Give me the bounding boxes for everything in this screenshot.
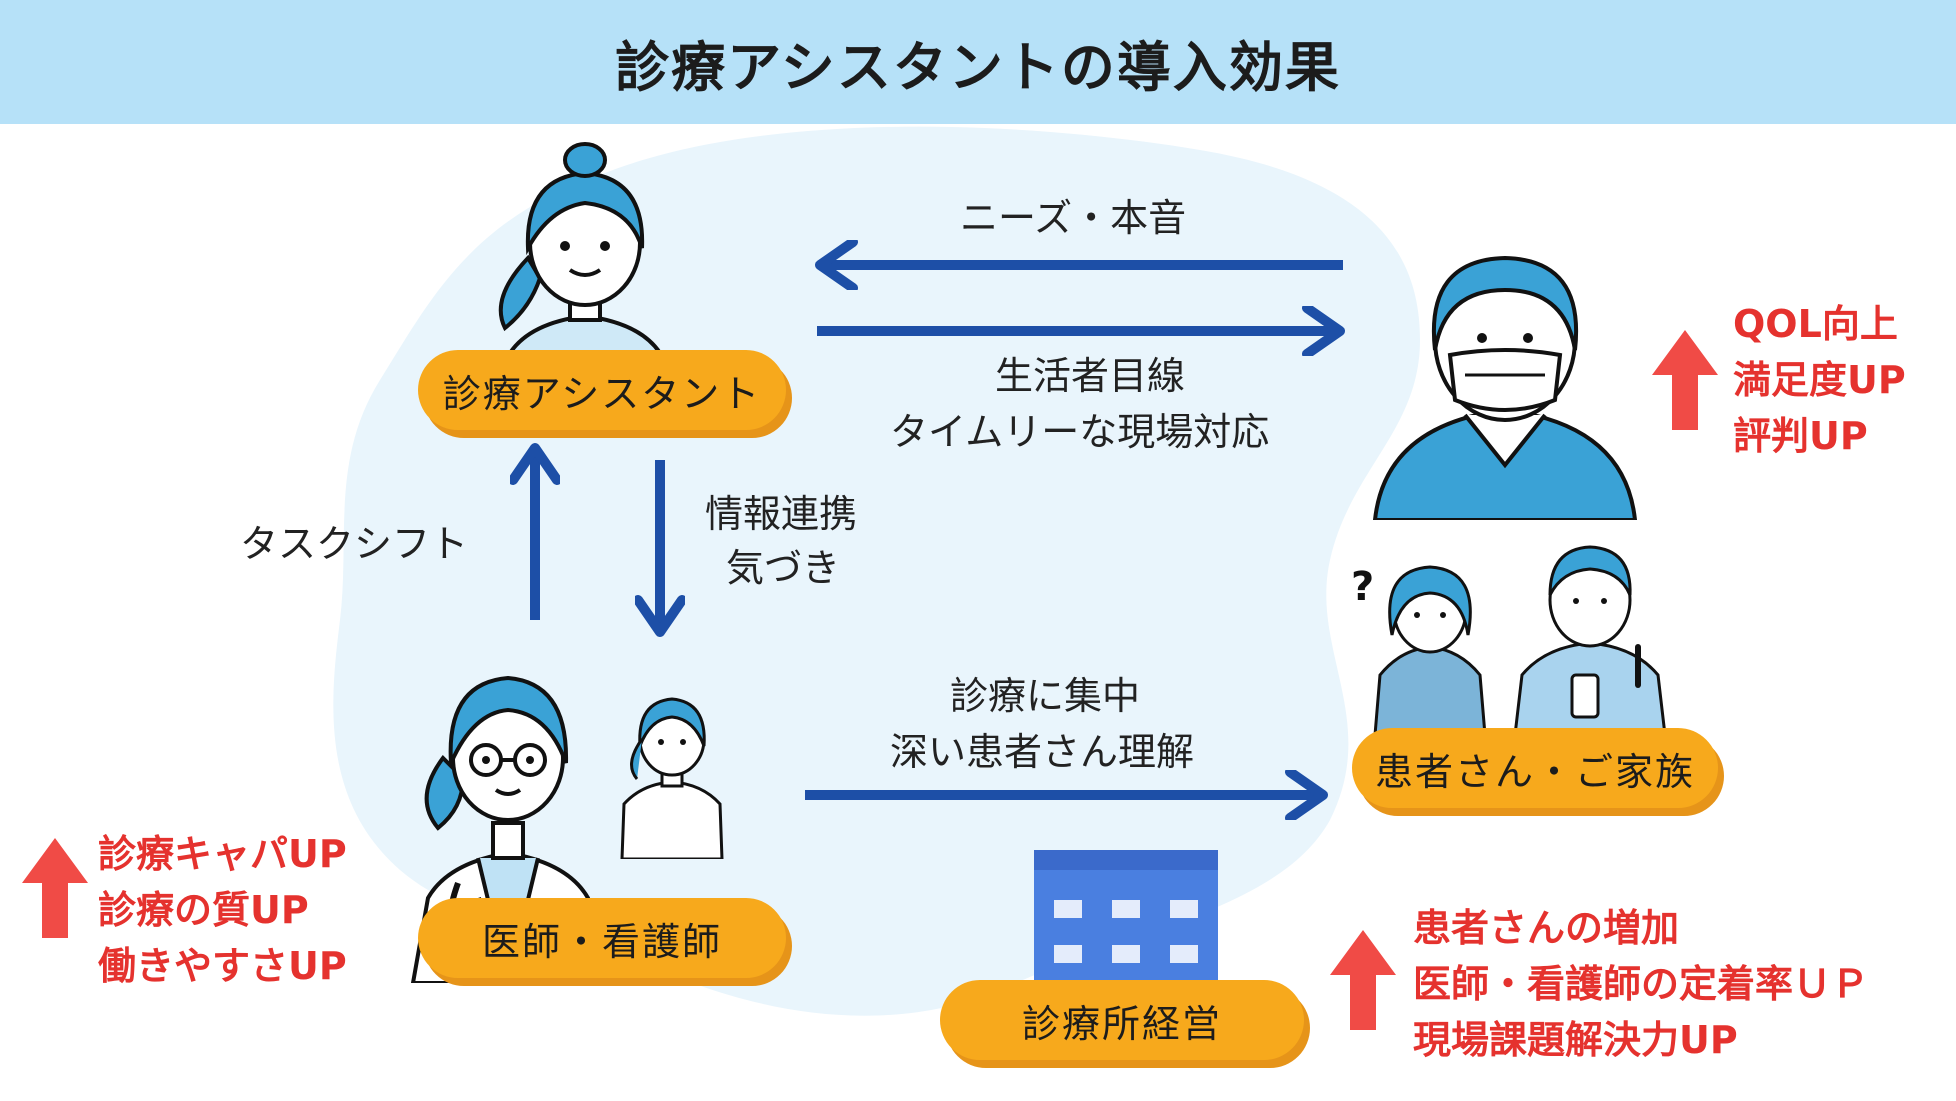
doctor-effect-up-icon [22,838,88,938]
needs-label: ニーズ・本音 [960,196,1187,240]
family-woman-figure [1373,565,1487,735]
page-title: 診療アシスタントの導入効果 [615,35,1341,99]
arrow-doctor-to-patient [805,770,1328,820]
info-sharing-label: 情報連携 [705,492,858,536]
clinic-pill: 診療所経営 [940,980,1304,1060]
timely-response-label: タイムリーな現場対応 [890,410,1270,454]
svg-text:?: ? [1351,564,1374,610]
patient-effect-item: 評判UP [1733,414,1868,458]
arrow-info-down [635,460,685,637]
arrow-to-assistant [815,240,1343,290]
patient-family-pill: 患者さん・ご家族 [1352,728,1718,808]
doctor-nurse-pill: 医師・看護師 [418,898,786,978]
awareness-label: 気づき [726,546,841,590]
family-man-figure [1513,545,1667,735]
task-shift-label: タスクシフト [240,522,469,566]
arrow-task-shift-up [510,443,560,620]
doctor-effect-item: 働きやすさUP [98,944,347,988]
clinic-effect-item: 現場課題解決力UP [1413,1018,1738,1062]
deep-understanding-label: 深い患者さん理解 [890,730,1195,774]
doctor-effect-item: 診療の質UP [98,888,309,932]
clinic-effect-up-icon [1330,930,1396,1030]
life-perspective-label: 生活者目線 [995,354,1186,398]
patient-family-label: 患者さん・ご家族 [1374,749,1695,794]
clinic-effects-list: 患者さんの増加 医師・看護師の定着率ＵＰ 現場課題解決力UP [1413,900,1869,1068]
clinic-effect-item: 患者さんの増加 [1413,906,1680,950]
nurse-figure [620,697,724,859]
doctor-effects-list: 診療キャパUP 診療の質UP 働きやすさUP [98,826,347,994]
question-mark-icon: ? [1351,564,1374,610]
patient-effect-item: 満足度UP [1733,358,1906,402]
patient-figure [1372,255,1638,520]
assistant-label: 診療アシスタント [442,371,762,416]
focus-on-care-label: 診療に集中 [950,674,1141,718]
doctor-nurse-label: 医師・看護師 [481,919,722,964]
clinic-label: 診療所経営 [1021,1001,1222,1046]
assistant-pill: 診療アシスタント [418,350,786,430]
doctor-effect-item: 診療キャパUP [98,832,347,876]
arrow-to-patient [817,306,1345,356]
patient-effect-item: QOL向上 [1733,302,1898,346]
assistant-figure [498,142,663,353]
clinic-effect-item: 医師・看護師の定着率ＵＰ [1413,962,1870,1006]
clinic-building-icon [1034,850,1218,990]
patient-effects-list: QOL向上 満足度UP 評判UP [1733,296,1906,464]
header-banner: 診療アシスタントの導入効果 [0,0,1956,124]
patient-effect-up-icon [1652,330,1718,430]
